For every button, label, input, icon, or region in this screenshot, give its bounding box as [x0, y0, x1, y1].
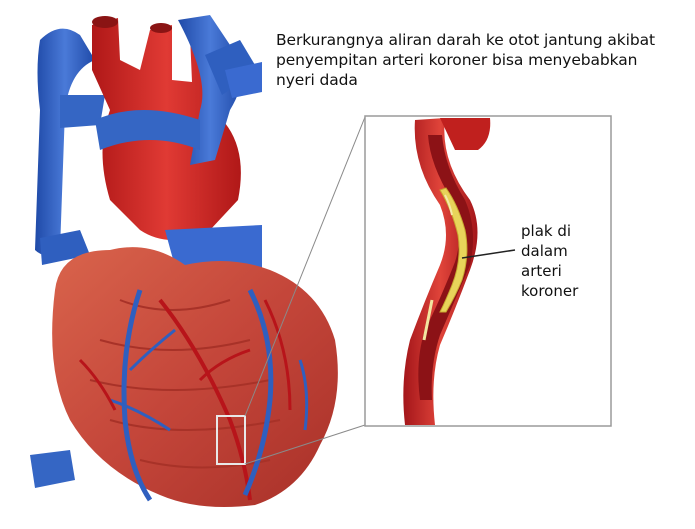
caption-line-3: nyeri dada: [276, 70, 688, 90]
plaque-label: plak di dalam arteri koroner: [521, 221, 578, 301]
plaque-label-line-3: arteri: [521, 261, 578, 281]
plaque-label-line-1: plak di: [521, 221, 578, 241]
plaque-label-line-4: koroner: [521, 281, 578, 301]
caption-text: Berkurangnya aliran darah ke otot jantun…: [276, 30, 688, 90]
plaque-label-line-2: dalam: [521, 241, 578, 261]
caption-line-2: penyempitan arteri koroner bisa menyebab…: [276, 50, 688, 70]
caption-line-1: Berkurangnya aliran darah ke otot jantun…: [276, 30, 688, 50]
heart-ventricles: [30, 247, 338, 507]
